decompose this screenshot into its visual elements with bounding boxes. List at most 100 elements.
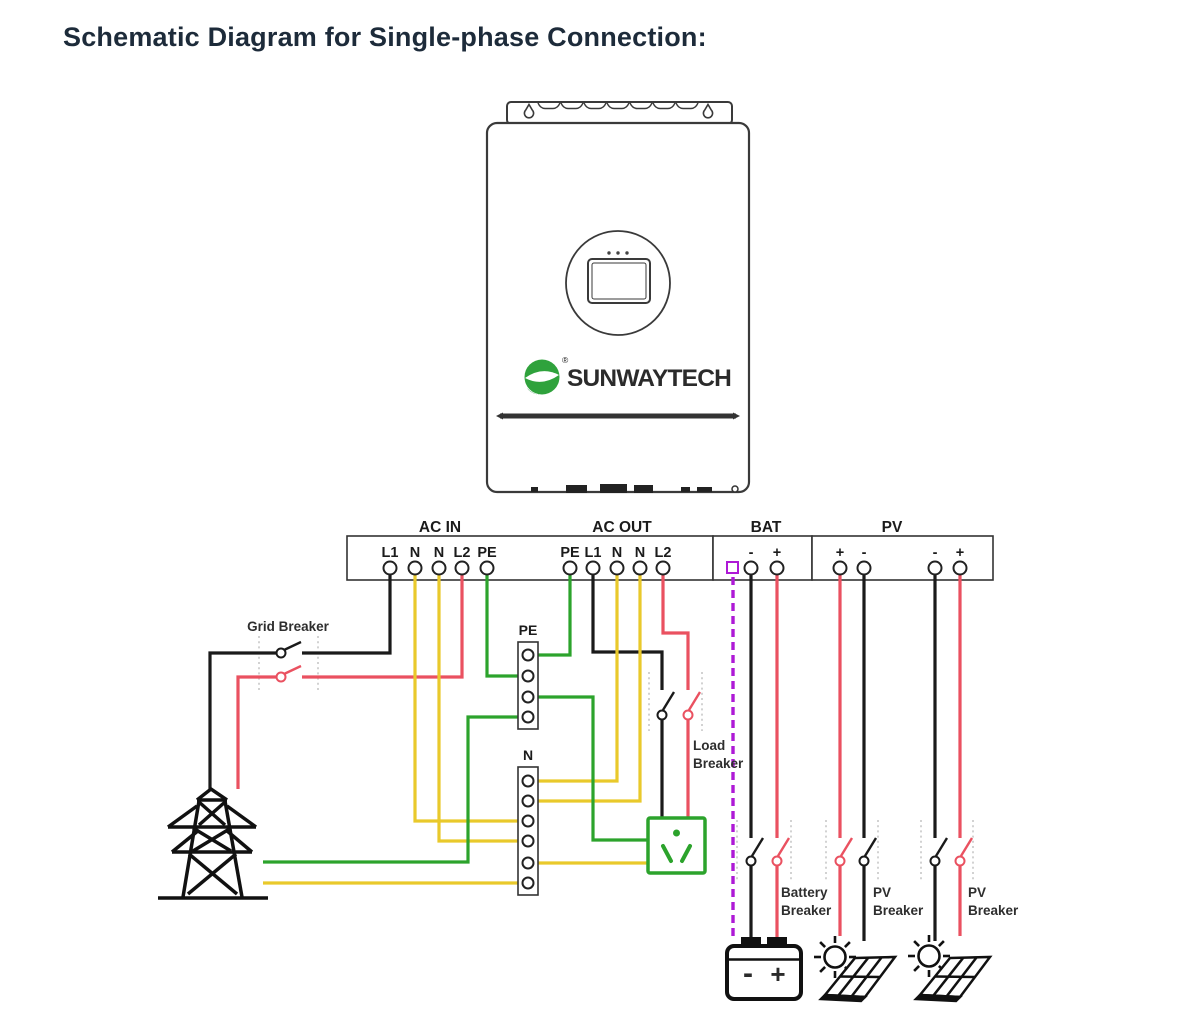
wire-ac-in-l1 [302,572,392,655]
pv-breaker-1-label: PV Breaker [873,885,924,918]
terminal-label: L2 [454,545,471,561]
page-title: Schematic Diagram for Single-phase Conne… [63,22,707,52]
terminal-label: + [836,545,844,561]
pv-breaker-1-switch [834,837,878,867]
wire-grid-l2 [236,675,276,789]
terminal-label: - [749,545,754,561]
section-label-ac-out: AC OUT [592,519,652,536]
grid-breaker-switch [275,640,302,683]
pe-busbar-label: PE [519,622,538,638]
solar-panel-icon [913,955,993,1003]
svg-text:Load: Load [693,738,725,753]
battery-breaker-label: Battery Breaker [781,885,832,918]
terminal-strip: AC IN AC OUT BAT PV L1 N N L2 PE PE L1 N… [346,519,994,581]
wire-ac-in-n2 [437,572,528,843]
vent-slot [496,412,740,420]
keyhole-icon [702,102,714,119]
svg-text:PV: PV [873,885,891,900]
svg-text:Breaker: Breaker [968,903,1019,918]
n-busbar-label: N [523,747,533,763]
wire-ac-in-pe [485,572,528,678]
terminal-pv1-pos [832,560,848,576]
pe-busbar: PE [517,622,539,730]
terminal-label: PE [560,545,580,561]
terminal-pv2-pos [952,560,968,576]
terminal-label: N [612,545,622,561]
terminal-labels: L1 N N L2 PE PE L1 N N L2 - + + - - + [382,545,965,561]
terminal-ac-in-pe [479,560,495,576]
ground-screw-icon [731,485,739,493]
terminal-label: + [956,545,964,561]
terminal-pv2-neg [927,560,943,576]
svg-text:Breaker: Breaker [781,903,832,918]
battery-icon: - + [725,937,803,1001]
ac-terminal-box [346,535,714,581]
section-label-bat: BAT [751,519,782,536]
terminal-ac-out-n2 [632,560,648,576]
terminal-label: L1 [382,545,399,561]
load-breaker-label: Load Breaker [693,738,744,771]
pv-breaker-2-label: PV Breaker [968,885,1019,918]
wire-ac-out-n1 [528,572,619,783]
terminal-ac-out-l1 [585,560,601,576]
wire-pe-to-outlet [528,695,648,842]
svg-text:Breaker: Breaker [693,756,744,771]
wiring [208,572,962,941]
svg-text:PV: PV [968,885,986,900]
bottom-ports [531,484,739,493]
terminal-ac-in-l2 [454,560,470,576]
section-label-pv: PV [882,519,903,536]
load-breaker-switch [656,691,702,721]
terminal-ac-in-n2 [431,560,447,576]
terminal-label: N [635,545,645,561]
svg-text:Battery: Battery [781,885,828,900]
grid-breaker-label: Grid Breaker [247,619,330,634]
wire-ac-in-n1 [413,572,528,823]
brand-logo: ® SUNWAYTECH [524,355,732,395]
terminal-ac-in-l1 [382,560,398,576]
indicator-led-icon [616,251,620,255]
wire-grid-l1 [208,651,276,789]
terminal-label: L2 [655,545,672,561]
sun-icon [814,936,856,978]
terminal-label: + [773,545,781,561]
terminal-label: - [862,545,867,561]
terminal-pv1-neg [856,560,872,576]
section-label-ac-in: AC IN [419,519,461,536]
terminal-circles [382,560,968,576]
terminal-ac-out-l2 [655,560,671,576]
terminal-bat-neg [743,560,759,576]
inverter-device: ® SUNWAYTECH [485,101,751,494]
svg-text:Breaker: Breaker [873,903,924,918]
n-busbar: N [517,747,539,896]
bracket-notches [537,102,699,110]
solar-panel-icon [818,955,898,1003]
pv-breaker-2-switch [929,837,974,867]
grid-tower-icon [158,786,268,900]
ac-outlet-icon [646,816,707,875]
terminal-ac-out-n1 [609,560,625,576]
battery-minus-label: - [743,957,753,990]
wire-pe-to-grid [263,715,528,864]
indicator-led-icon [607,251,611,255]
battery-breaker-switch [745,837,791,867]
brand-text: SUNWAYTECH [567,365,731,392]
terminal-ac-out-pe [562,560,578,576]
terminal-ac-in-n1 [407,560,423,576]
wire-ac-out-l2 [661,572,690,690]
sun-icon [908,935,950,977]
wire-ac-out-n2 [528,572,642,803]
indicator-led-icon [625,251,629,255]
terminal-label: N [410,545,420,561]
wire-ac-out-l1 [591,572,664,690]
breaker-guides [258,636,974,880]
terminal-label: - [933,545,938,561]
wire-ac-in-l2 [302,572,464,679]
battery-plus-label: + [770,959,785,989]
terminal-bms-comm [726,561,739,574]
keyhole-icon [523,102,535,119]
terminal-label: L1 [585,545,602,561]
reg-mark: ® [562,355,569,365]
